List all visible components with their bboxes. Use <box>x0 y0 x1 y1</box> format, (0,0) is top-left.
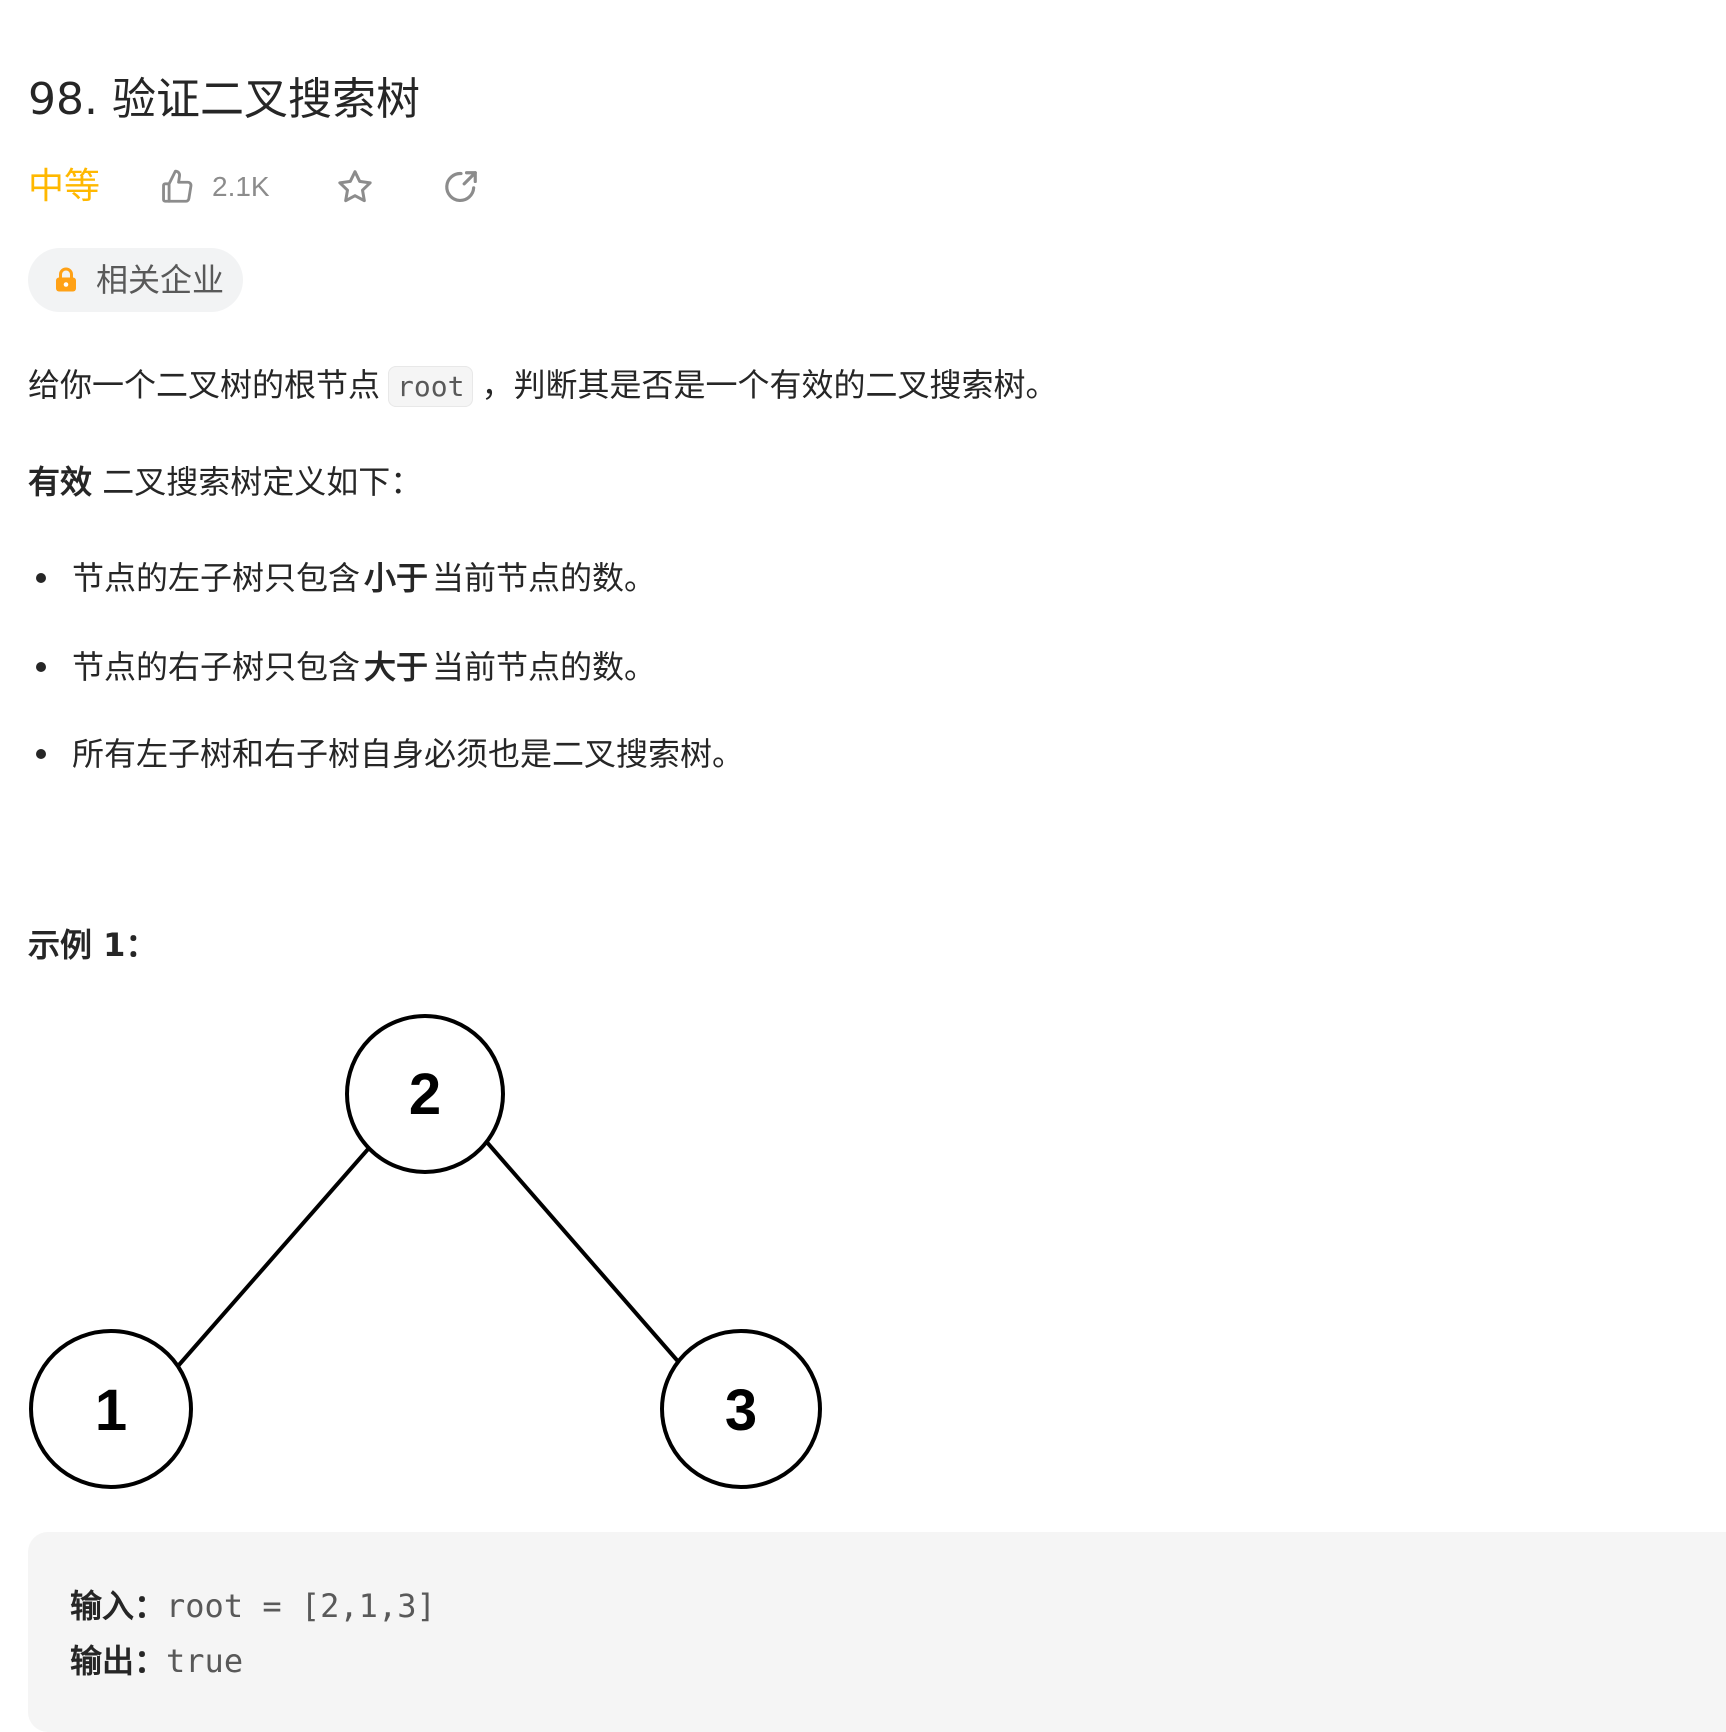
example-output-line: 输出：true <box>70 1639 243 1683</box>
bullet-dot <box>36 662 46 672</box>
list-item: 节点的左子树只包含 小于 当前节点的数。 <box>36 556 656 600</box>
output-value: true <box>166 1642 244 1680</box>
star-icon <box>338 170 372 203</box>
tree-node-right: 3 <box>725 1378 757 1443</box>
bullet-text-after: 当前节点的数。 <box>432 648 657 686</box>
example-1-tree-diagram: 2 1 3 <box>29 1014 822 1489</box>
bullet-bold: 大于 <box>364 648 429 686</box>
difficulty-badge: 中等 <box>28 166 101 207</box>
input-label: 输入： <box>70 1587 167 1625</box>
share-icon <box>445 171 477 202</box>
definition-text: 二叉搜索树定义如下： <box>92 463 423 501</box>
example-1-title: 示例 1： <box>28 926 158 964</box>
like-button[interactable]: 2.1K <box>158 167 335 207</box>
bullet-text: 节点的左子树只包含 <box>72 559 361 597</box>
bullet-text: 所有左子树和右子树自身必须也是二叉搜索树。 <box>72 735 745 773</box>
bullet-text: 节点的右子树只包含 <box>72 648 361 686</box>
definition-line: 有效 二叉搜索树定义如下： <box>28 460 422 504</box>
list-item: 节点的右子树只包含 大于 当前节点的数。 <box>36 645 656 689</box>
intro-text: 给你一个二叉树的根节点 <box>28 366 381 404</box>
bullet-dot <box>36 749 46 759</box>
input-value: root = [2,1,3] <box>166 1587 436 1625</box>
like-count: 2.1K <box>212 171 270 202</box>
list-item: 所有左子树和右子树自身必须也是二叉搜索树。 <box>36 732 744 776</box>
problem-title: 98. 验证二叉搜索树 <box>28 74 420 125</box>
output-label: 输出： <box>70 1642 167 1680</box>
problem-meta-row: 中等 2.1K <box>28 163 480 211</box>
bullet-bold: 小于 <box>364 559 429 597</box>
related-companies-label: 相关企业 <box>96 261 225 299</box>
tree-node-left: 1 <box>95 1378 127 1443</box>
example-input-line: 输入：root = [2,1,3] <box>70 1584 436 1628</box>
bullet-text-after: 当前节点的数。 <box>432 559 657 597</box>
lock-icon <box>56 267 76 292</box>
related-companies-tag[interactable]: 相关企业 <box>28 248 243 312</box>
intro-text-rest: ，判断其是否是一个有效的二叉搜索树。 <box>481 366 1058 404</box>
thumbs-up-icon <box>162 169 193 203</box>
example-1-io-block: 输入：root = [2,1,3] 输出：true <box>28 1532 1726 1732</box>
tree-node-root: 2 <box>409 1062 441 1127</box>
favorite-button[interactable] <box>335 167 375 207</box>
definition-bold: 有效 <box>28 463 93 501</box>
share-button[interactable] <box>442 168 480 206</box>
bullet-dot <box>36 573 46 583</box>
inline-code-root: root <box>388 366 474 407</box>
